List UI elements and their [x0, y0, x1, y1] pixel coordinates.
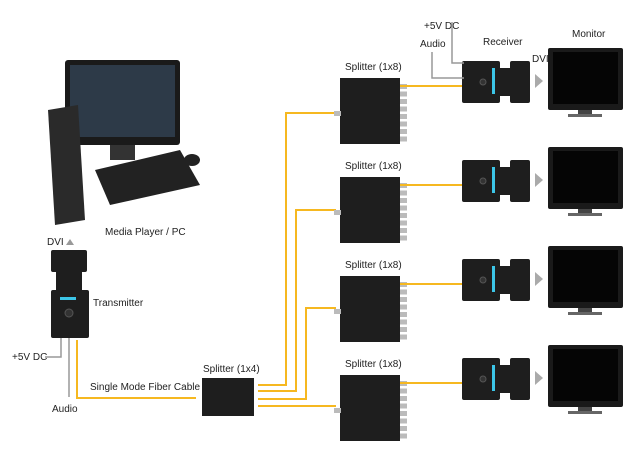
port-icon: [400, 213, 407, 218]
port-icon: [400, 106, 407, 112]
port-icon: [400, 403, 407, 409]
pc-icon: [48, 60, 200, 225]
port-icon: [400, 91, 407, 97]
splitter-1x8-label: Splitter (1x8): [345, 62, 402, 73]
port-icon: [400, 136, 407, 142]
splitter-1x4: [202, 378, 254, 416]
monitor-label: Monitor: [572, 29, 606, 40]
distribution-row: Splitter (1x8): [334, 345, 623, 441]
port-icon: [400, 220, 407, 226]
distribution-row: Splitter (1x8): [334, 246, 623, 342]
input-port-icon: [334, 309, 341, 314]
power-rx-label: +5V DC: [424, 21, 459, 32]
input-port-icon: [334, 111, 341, 116]
dvi-arrow-icon: [535, 272, 543, 286]
port-icon: [400, 304, 407, 310]
media-player-label: Media Player / PC: [105, 227, 186, 238]
port-icon: [400, 396, 407, 401]
port-icon: [400, 327, 407, 332]
port-icon: [400, 289, 407, 295]
splitter-1x4-label: Splitter (1x4): [203, 364, 260, 375]
splitter-1x8: [340, 375, 400, 441]
port-icon: [400, 121, 407, 127]
port-icon: [400, 312, 407, 317]
dvi-tx-label: DVI: [47, 237, 64, 248]
power-tx-label: +5V DC: [12, 352, 47, 363]
input-port-icon: [334, 210, 341, 215]
input-port-icon: [334, 408, 341, 413]
dvi-arrow-icon: [535, 173, 543, 187]
dvi-rx-label: DVI: [532, 54, 549, 65]
port-icon: [400, 319, 407, 325]
audio-tx-label: Audio: [52, 404, 78, 415]
dvi-arrow-icon: [535, 371, 543, 385]
fiber-cable-label: Single Mode Fiber Cable: [90, 382, 200, 393]
port-icon: [400, 297, 407, 302]
port-icon: [400, 205, 407, 211]
splitter-1x8: [340, 276, 400, 342]
port-icon: [400, 388, 407, 394]
transmitter-label: Transmitter: [93, 298, 144, 309]
distribution-row: Splitter (1x8): [334, 147, 623, 243]
transmitter-device: [51, 250, 89, 338]
port-icon: [400, 334, 407, 340]
port-icon: [400, 235, 407, 241]
audio-rx-label: Audio: [420, 39, 446, 50]
port-icon: [400, 228, 407, 233]
splitter-1x8-label: Splitter (1x8): [345, 359, 402, 370]
port-icon: [400, 198, 407, 203]
port-icon: [400, 129, 407, 134]
dvi-arrow-icon: [535, 74, 543, 88]
port-icon: [400, 418, 407, 424]
dvi-arrow-icon: [66, 239, 74, 245]
splitter-1x8-label: Splitter (1x8): [345, 161, 402, 172]
port-icon: [400, 99, 407, 104]
splitter-1x8: [340, 177, 400, 243]
port-icon: [400, 411, 407, 416]
splitter-1x8-label: Splitter (1x8): [345, 260, 402, 271]
port-icon: [400, 114, 407, 119]
distribution-row: Splitter (1x8): [334, 48, 623, 144]
receiver-label: Receiver: [483, 37, 523, 48]
port-icon: [400, 426, 407, 431]
port-icon: [400, 433, 407, 439]
port-icon: [400, 190, 407, 196]
splitter-1x8: [340, 78, 400, 144]
